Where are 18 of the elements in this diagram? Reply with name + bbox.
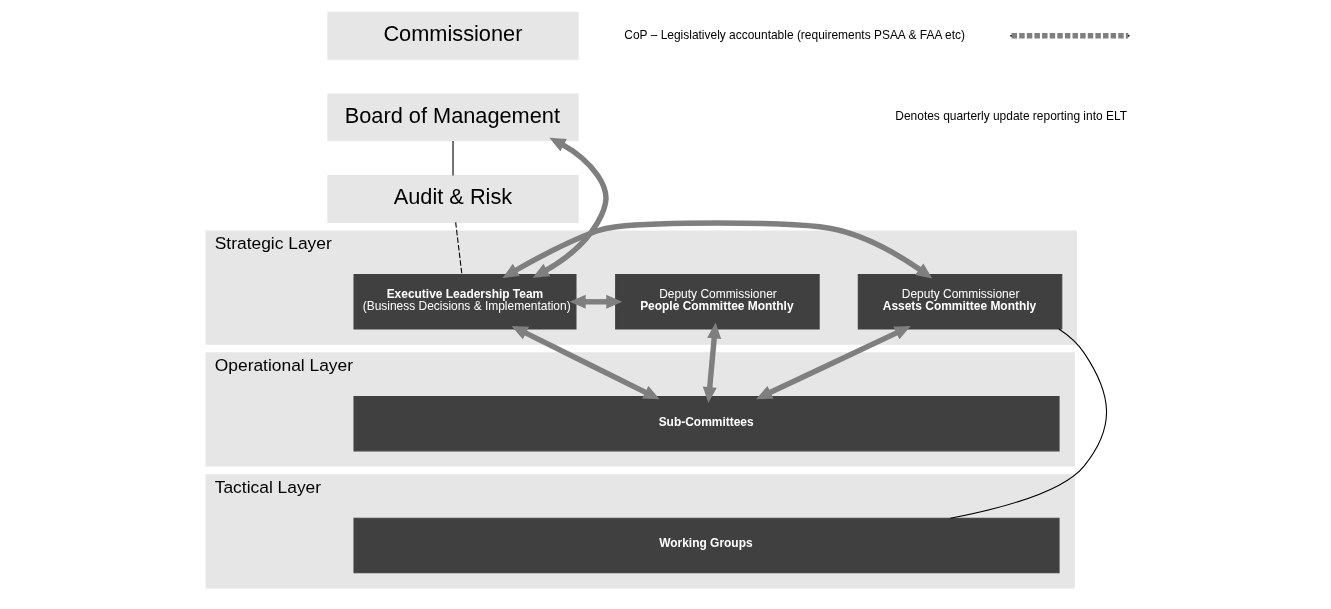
node-box: Executive Leadership Team (Business Decisions & Implementation) — [352, 274, 576, 330]
node-box: Board of Management — [326, 93, 579, 142]
node-box: Sub-Committees — [352, 395, 1060, 452]
arrow — [569, 294, 622, 309]
label: CoP – Legislatively accountable (requirements PSAA & FAA etc) — [623, 27, 965, 42]
arrow — [511, 325, 660, 400]
node-box: Commissioner — [326, 11, 579, 60]
node-box: Deputy Commissioner Assets Committee Monthly — [857, 274, 1062, 330]
arrow — [702, 322, 721, 404]
node-box: Deputy Commissioner People Committee Monthly — [614, 274, 820, 330]
connector — [949, 328, 1107, 519]
arrow — [755, 326, 911, 400]
arrow — [502, 220, 932, 279]
node-box: Audit & Risk — [326, 175, 579, 223]
connector — [454, 221, 462, 276]
arrow — [532, 137, 609, 278]
node-box: Working Groups — [352, 517, 1060, 574]
legend-label: Denotes quarterly update reporting into ELT — [894, 109, 1127, 124]
